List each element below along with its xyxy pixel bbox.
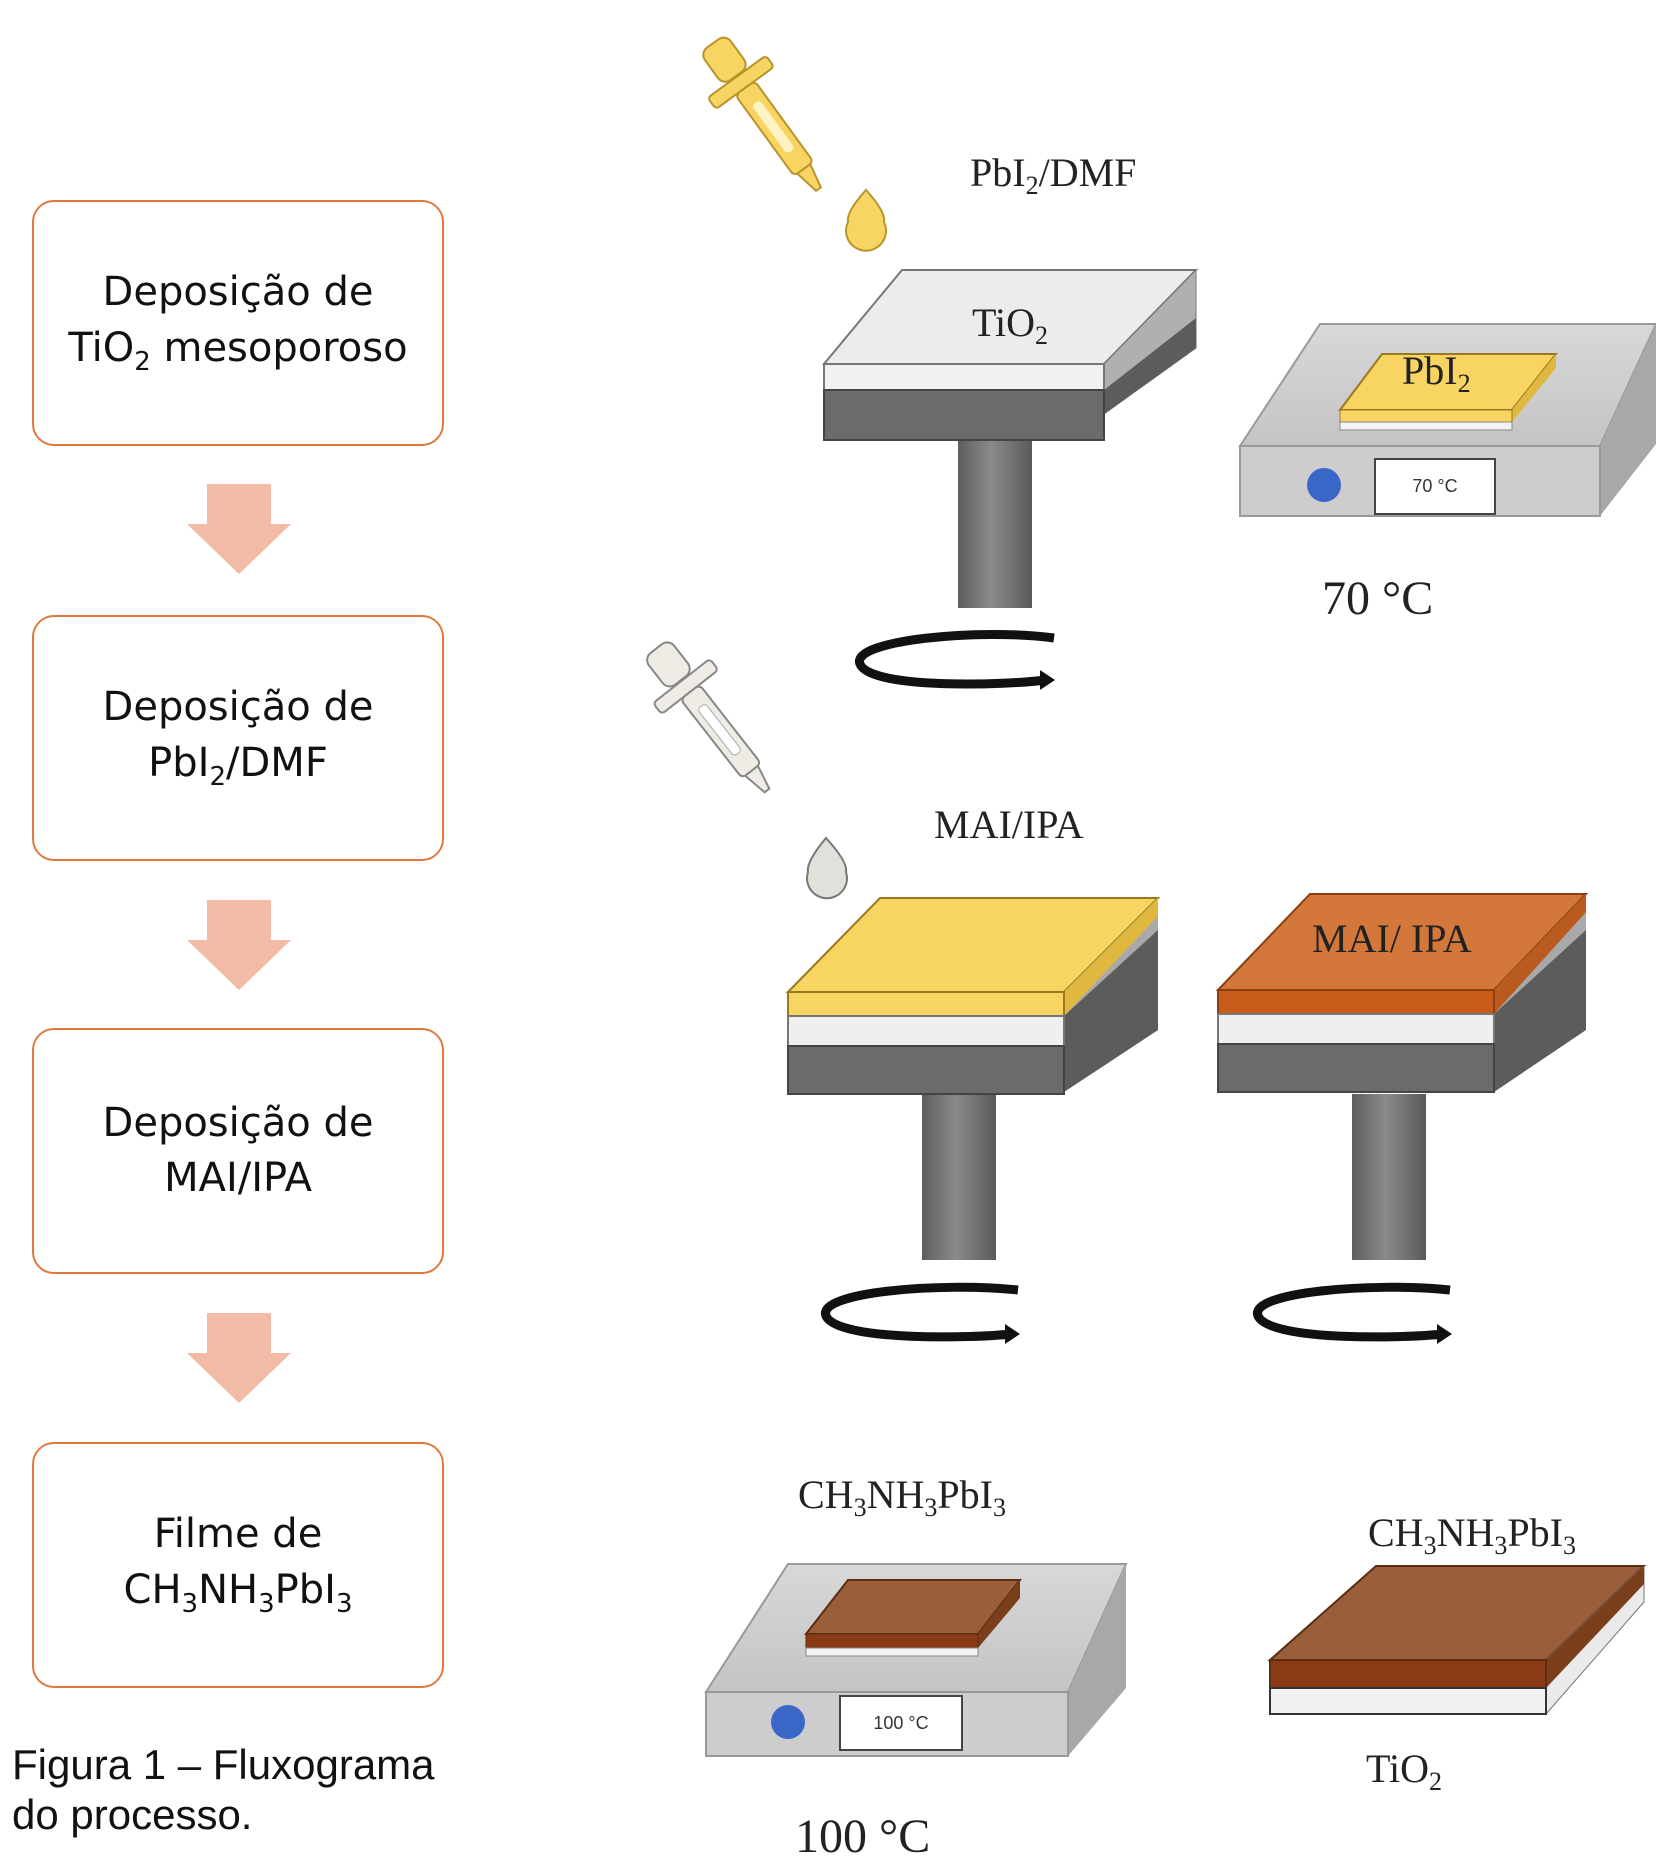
substrate1-label: TiO2	[972, 300, 1048, 350]
flow-arrow-1	[187, 484, 291, 574]
flow-arrow-2	[187, 900, 291, 990]
flow-step-tio2: Deposição de TiO2 mesoporoso	[32, 200, 444, 446]
spin-coater-1: TiO2	[821, 268, 1199, 690]
hotplate2-led	[771, 1705, 805, 1739]
flow-step-mai: Deposição de MAI/IPA	[32, 1028, 444, 1274]
hotplate1-temp-label: 70 °C	[1322, 572, 1433, 625]
pipette-yellow-icon	[702, 36, 823, 193]
final-top-label: CH3NH3PbI3	[1368, 1510, 1576, 1560]
hotplate-2: 100 °C	[704, 1563, 1128, 1757]
spin-coater-2	[785, 897, 1161, 1344]
hotplate2-display-text: 100 °C	[873, 1713, 928, 1733]
step-2-line1: Deposição de	[102, 684, 374, 731]
pipette-clear-icon	[646, 641, 771, 794]
step-4-line2: CH3NH3PbI3	[123, 1566, 353, 1619]
spin-coater-3: MAI/ IPA	[1215, 893, 1589, 1344]
final-bottom-label: TiO2	[1366, 1746, 1442, 1796]
droplet-clear-icon	[806, 836, 848, 900]
step-2-line2: PbI2/DMF	[148, 739, 328, 792]
final-film	[1267, 1564, 1647, 1716]
hotplate2-temp-label: 100 °C	[795, 1810, 930, 1863]
flow-step-film: Filme de CH3NH3PbI3	[32, 1442, 444, 1688]
step-1-line1: Deposição de	[102, 269, 374, 316]
hotplate-1: 70 °C PbI2	[1238, 323, 1656, 517]
step-1-line2: TiO2 mesoporoso	[68, 324, 408, 377]
caption-line-1: Figura 1 – Fluxograma	[12, 1741, 435, 1788]
hotplate2-above-label: CH3NH3PbI3	[798, 1472, 1006, 1522]
drop2-label: MAI/IPA	[934, 802, 1084, 847]
figure-caption: Figura 1 – Fluxograma do processo.	[12, 1740, 435, 1841]
drop1-label: PbI2/DMF	[970, 150, 1136, 200]
droplet-yellow-icon	[845, 188, 887, 252]
flow-arrow-3	[187, 1313, 291, 1403]
step-4-line1: Filme de	[153, 1511, 323, 1558]
step-3-line1: Deposição de	[102, 1099, 374, 1146]
step-3-line2: MAI/IPA	[164, 1155, 312, 1201]
flow-step-pbi2: Deposição de PbI2/DMF	[32, 615, 444, 861]
substrate3-label: MAI/ IPA	[1312, 916, 1472, 961]
hotplate2-display	[839, 1695, 963, 1751]
caption-line-2: do processo.	[12, 1791, 253, 1839]
hotplate1-film-label: PbI2	[1402, 348, 1471, 398]
hotplate1-led	[1307, 468, 1341, 502]
hotplate1-display-text: 70 °C	[1412, 476, 1457, 496]
hotplate1-display	[1374, 458, 1496, 515]
